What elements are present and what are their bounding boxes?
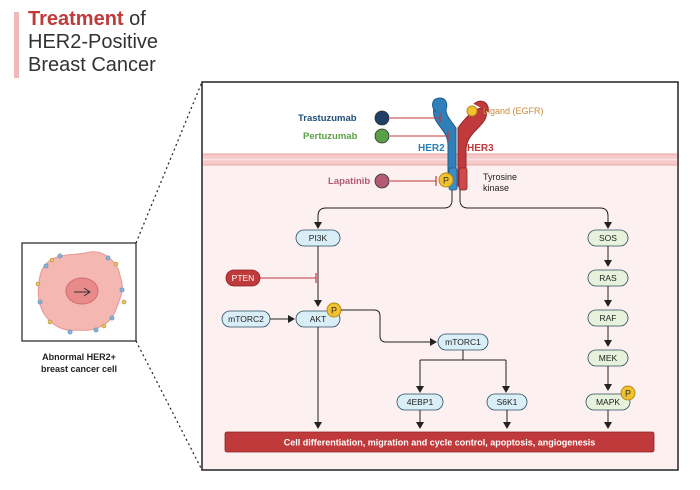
her3-label: HER3: [467, 143, 494, 154]
lapatinib-icon: [374, 173, 390, 189]
node-mek-label: MEK: [599, 353, 618, 363]
trastuzumab-icon: [374, 110, 390, 126]
node-4ebp1-label: 4EBP1: [407, 397, 434, 407]
outcome-bar: [224, 431, 655, 453]
her3-receptor: [457, 100, 489, 191]
page-title: Treatment of HER2-Positive Breast Cancer: [28, 8, 158, 77]
pertuzumab-icon: [374, 128, 390, 144]
title-accent: Treatment: [28, 8, 124, 30]
trastuzumab-label: Trastuzumab: [298, 113, 357, 124]
arrow-receptor-pi3k: [314, 190, 453, 229]
her2-receptor: [432, 97, 458, 191]
tyrosine-kinase-line1: Tyrosine: [483, 172, 517, 182]
phospho-receptor-label: P: [443, 176, 449, 186]
zoom-line-top: [135, 81, 203, 244]
mapk-phospho-label: P: [625, 389, 631, 399]
node-mapk-label: MAPK: [596, 397, 620, 407]
node-pi3k-label: PI3K: [309, 233, 328, 243]
title-line2: HER2-Positive: [28, 31, 159, 53]
node-mtorc1-label: mTORC1: [445, 337, 481, 347]
mtorc1-branches: [419, 350, 507, 390]
lapatinib-label: Lapatinib: [328, 176, 370, 187]
node-akt-label: AKT: [310, 314, 327, 324]
cell-caption-line1: Abnormal HER2+: [42, 352, 116, 362]
node-sos-label: SOS: [599, 233, 617, 243]
cell-inset: [21, 242, 137, 342]
ligand-label: Ligand (EGFR): [483, 106, 544, 116]
pertuzumab-label: Pertuzumab: [303, 131, 358, 142]
node-ras-label: RAS: [599, 273, 617, 283]
mapk-phospho-icon: [620, 385, 636, 401]
tyrosine-kinase-line2: kinase: [483, 183, 509, 193]
akt-phospho-label: P: [331, 306, 337, 316]
her2-label: HER2: [418, 143, 445, 154]
outcome-label: Cell differentiation, migration and cycl…: [284, 438, 596, 448]
arrow-akt-mtorc1: [341, 309, 437, 346]
node-s6k1-label: S6K1: [497, 397, 518, 407]
cell-caption-line2: breast cancer cell: [41, 364, 117, 374]
node-mtorc2-label: mTORC2: [228, 314, 264, 324]
phospho-receptor-icon: [438, 172, 454, 188]
node-pten-label: PTEN: [232, 273, 255, 283]
title-line1-rest: of: [123, 8, 146, 30]
zoom-line-bottom: [135, 340, 203, 471]
node-raf-label: RAF: [600, 313, 617, 323]
title-line3: Breast Cancer: [28, 54, 156, 76]
title-accent-bar: [14, 12, 19, 78]
ligand-icon: [466, 105, 478, 117]
arrow-receptor-sos: [459, 190, 612, 229]
